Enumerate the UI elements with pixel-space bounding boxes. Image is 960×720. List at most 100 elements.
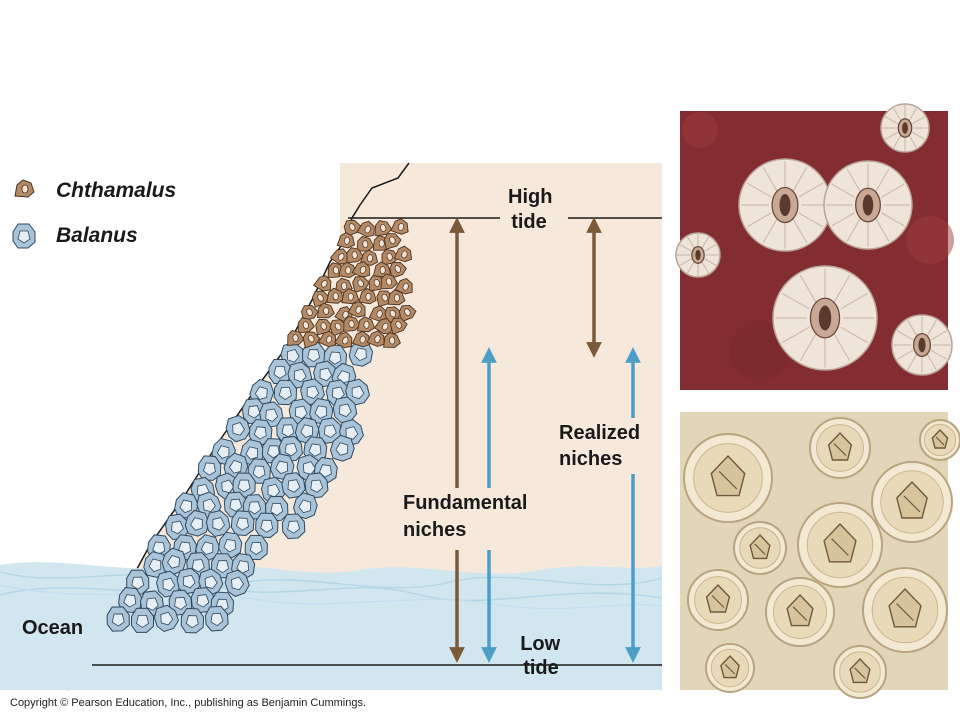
wave-line-1 — [0, 571, 663, 602]
balanus-barnacle — [197, 455, 222, 481]
balanus-barnacle — [230, 510, 255, 536]
chthamalus-barnacle — [329, 319, 348, 337]
chthamalus-barnacle — [347, 301, 366, 318]
photo-barnacle-shell — [797, 502, 883, 588]
photo-barnacle-shell — [919, 419, 960, 461]
balanus-barnacle — [225, 414, 251, 443]
balanus-barnacle — [281, 513, 306, 540]
balanus-barnacle — [153, 604, 179, 633]
balanus-barnacle — [106, 606, 130, 632]
balanus-barnacle — [247, 458, 271, 484]
fundamental-niches-label: Fundamental niches — [403, 492, 533, 541]
wave-line-3 — [0, 584, 663, 610]
balanus-barnacle — [255, 512, 279, 538]
balanus-barnacle — [244, 534, 268, 561]
photo-barnacle-shell — [765, 577, 835, 647]
balanus-barnacle — [164, 513, 190, 541]
chthamalus-barnacle — [390, 218, 409, 235]
realized-label-bg — [556, 418, 658, 474]
chthamalus-photo — [675, 103, 954, 390]
chthamalus-barnacle — [356, 316, 376, 333]
high-tide-label-bg — [500, 182, 568, 236]
chthamalus-barnacle — [302, 331, 321, 349]
chthamalus-barnacle — [394, 277, 413, 295]
chthamalus-barnacle — [338, 261, 357, 278]
photo-barnacle-shell — [809, 417, 871, 479]
ocean-label: Ocean — [22, 617, 83, 639]
chthamalus-barnacle — [312, 275, 332, 292]
chthamalus-barnacle-icon — [14, 179, 35, 198]
balanus-barnacle — [118, 587, 142, 613]
chthamalus-barnacle — [389, 261, 407, 279]
balanus-barnacle — [248, 419, 273, 445]
balanus-cluster — [106, 340, 374, 634]
balanus-barnacle — [332, 396, 358, 424]
photo-barnacle-shell — [862, 567, 948, 653]
balanus-barnacle — [180, 607, 205, 634]
copyright-notice: Copyright © Pearson Education, Inc., pub… — [10, 697, 367, 709]
balanus-barnacle — [273, 379, 298, 406]
chthamalus-barnacle — [358, 288, 377, 305]
legend-chthamalus-label: Chthamalus — [56, 179, 176, 202]
chthamalus-barnacle — [374, 220, 393, 237]
balanus-barnacle — [345, 378, 370, 406]
chthamalus-barnacle — [380, 273, 398, 290]
chthamalus-barnacle — [352, 276, 370, 294]
chthamalus-barnacle — [372, 261, 392, 278]
chthamalus-barnacle — [287, 329, 305, 346]
chthamalus-barnacle — [336, 232, 356, 249]
balanus-barnacle — [232, 472, 256, 498]
chthamalus-barnacle — [393, 245, 413, 263]
chthamalus-barnacle — [297, 317, 315, 334]
balanus-photo — [680, 412, 960, 699]
low-tide-label: Low tide — [520, 633, 566, 679]
balanus-barnacle — [348, 340, 374, 367]
balanus-barnacle — [329, 434, 355, 462]
balanus-barnacle — [268, 359, 292, 384]
photo-barnacle-shell — [880, 103, 930, 153]
balanus-barnacle — [304, 472, 329, 499]
photo-barnacle-shell — [738, 158, 832, 252]
balanus-barnacle — [143, 551, 168, 578]
fundamental-label-bg — [400, 488, 552, 550]
realized-niches-label: Realized niches — [559, 422, 646, 470]
chthamalus-cluster — [287, 218, 417, 349]
balanus-barnacle — [292, 492, 318, 520]
chthamalus-barnacle — [343, 315, 361, 332]
photo-barnacle-shell — [772, 265, 878, 371]
photo-barnacle-shell — [687, 569, 749, 631]
chthamalus-barnacle — [356, 220, 375, 238]
balanus-barnacle — [184, 509, 210, 537]
photo-barnacle-shell — [833, 645, 887, 699]
balanus-barnacle — [276, 417, 300, 443]
balanus-barnacle — [205, 510, 231, 537]
legend-balanus-label: Balanus — [56, 224, 138, 247]
balanus-barnacle — [302, 342, 326, 368]
legend: Chthamalus Balanus — [12, 179, 176, 249]
chthamalus-barnacle — [381, 248, 399, 266]
high-tide-label: High tide — [508, 186, 558, 233]
photo-barnacle-shell — [683, 433, 773, 523]
chthamalus-barnacle — [346, 247, 364, 264]
balanus-barnacle — [309, 397, 334, 425]
photo-barnacle-shell — [705, 643, 755, 693]
chthamalus-barnacle — [341, 288, 360, 305]
balanus-barnacle — [131, 607, 154, 633]
balanus-barnacle — [204, 605, 229, 632]
balanus-barnacle-icon — [12, 223, 36, 249]
chthamalus-barnacle — [301, 305, 319, 322]
chthamalus-barnacle — [351, 330, 371, 348]
photo-barnacle-shell — [733, 521, 787, 575]
chthamalus-barnacle — [334, 331, 353, 349]
chthamalus-barnacle — [383, 233, 402, 250]
photo-barnacle-shell — [871, 461, 953, 543]
wave-line-2 — [0, 576, 663, 596]
chthamalus-barnacle — [359, 249, 379, 266]
chthamalus-barnacle — [390, 317, 408, 335]
chthamalus-barnacle — [317, 302, 335, 319]
balanus-barnacle — [224, 569, 250, 597]
chthamalus-barnacle — [317, 330, 337, 348]
balanus-barnacle — [223, 491, 248, 518]
photo-barnacle-shell — [891, 314, 953, 376]
